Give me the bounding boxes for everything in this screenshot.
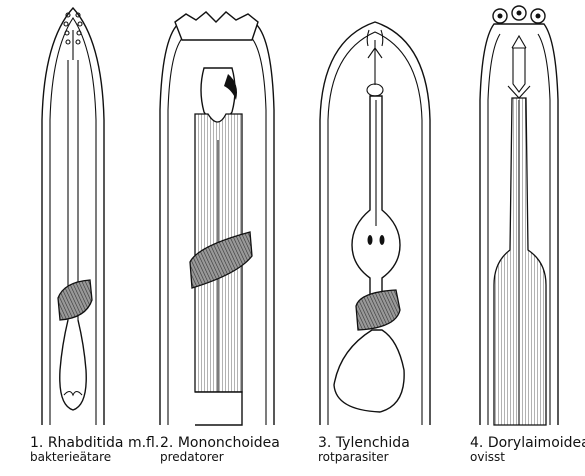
lip-region-2 — [175, 12, 258, 40]
nematode-1-rhabditida — [42, 8, 104, 425]
nematode-4-dorylaimoidea — [480, 6, 558, 425]
caption-1: 1. Rhabditida m.fl. bakterieätare — [30, 434, 159, 463]
lip-papillae-4 — [493, 6, 545, 23]
caption-4: 4. Dorylaimoidea ovisst — [470, 434, 585, 463]
caption-3: 3. Tylenchida rotparasiter — [318, 434, 410, 463]
nematode-2-mononchoidea — [160, 12, 274, 425]
caption-2: 2. Mononchoidea predatorer — [160, 434, 280, 463]
nematode-3-tylenchida — [320, 22, 430, 425]
